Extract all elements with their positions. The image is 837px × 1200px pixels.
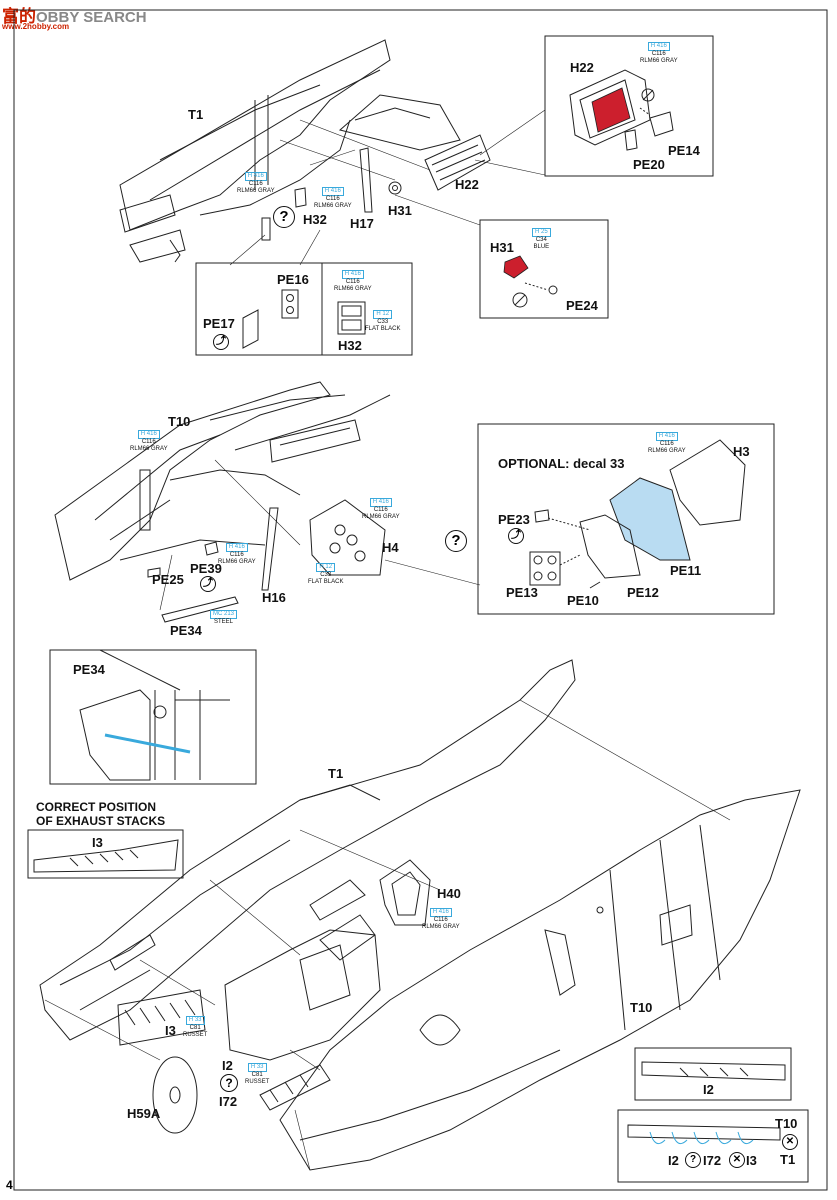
optional-decal-box (477, 423, 775, 615)
label-h4: H4 (382, 540, 399, 555)
label-pe11: PE11 (670, 563, 702, 578)
i2-box (634, 1047, 792, 1101)
label-h40: H40 (437, 886, 461, 901)
label-h31-a: H31 (388, 203, 412, 218)
watermark: 富的OBBY SEARCH www.2hobby.com (2, 2, 147, 31)
label-h16: H16 (262, 590, 286, 605)
label-h31-b: H31 (490, 240, 514, 255)
label-pe10: PE10 (567, 593, 599, 608)
question-mark-icon: ? (273, 206, 295, 228)
label-i72-b: I72 (703, 1153, 722, 1168)
pe34-detail-box (49, 649, 257, 785)
label-pe20: PE20 (633, 157, 665, 172)
label-i2-a: I2 (222, 1058, 233, 1073)
lower-fuselage-t1 (39, 659, 576, 1041)
bend-arrow-icon: ⤴ (200, 576, 216, 592)
label-pe24: PE24 (566, 298, 598, 313)
question-mark-icon: ? (445, 530, 467, 552)
label-pe39: PE39 (190, 561, 222, 576)
label-pe23: PE23 (498, 512, 530, 527)
label-pe13: PE13 (506, 585, 538, 600)
label-h32-b: H32 (338, 338, 362, 353)
h31-detail-box (479, 219, 609, 319)
label-h3: H3 (733, 444, 750, 459)
label-t10-box: T10 (775, 1116, 798, 1131)
label-t10-mid: T10 (168, 414, 191, 429)
label-correct-title-2: OF EXHAUST STACKS (36, 814, 166, 828)
remove-icon: ✕ (782, 1134, 798, 1150)
label-i3-b: I3 (165, 1023, 176, 1038)
label-i72-a: I72 (219, 1094, 238, 1109)
label-t1-bottom: T1 (328, 766, 344, 781)
bend-arrow-icon: ⤴ (213, 334, 229, 350)
page-frame (13, 9, 828, 1191)
pe16-h32-detail-box (195, 262, 413, 356)
cockpit-fuselage-t10 (54, 381, 391, 581)
label-pe16: PE16 (277, 272, 309, 287)
label-pe25: PE25 (152, 572, 184, 587)
question-mark-icon: ? (685, 1152, 701, 1168)
remove-icon: ✕ (729, 1152, 745, 1168)
label-pe17: PE17 (203, 316, 235, 331)
label-h32-a: H32 (303, 212, 327, 227)
label-correct-title-1: CORRECT POSITION (36, 800, 157, 814)
label-i2-box: I2 (703, 1082, 714, 1097)
watermark-text: OBBY SEARCH (36, 9, 147, 26)
lower-fuselage-t10 (279, 789, 801, 1171)
label-t10-bottom: T10 (630, 1000, 653, 1015)
label-i3-c: I3 (746, 1153, 757, 1168)
h22-part (424, 134, 491, 191)
bend-arrow-icon: ⤴ (508, 528, 524, 544)
label-h22-a: H22 (570, 60, 594, 75)
watermark-url: www.2hobby.com (2, 22, 70, 31)
page-number: 4 (6, 1178, 13, 1192)
label-h59a: H59A (127, 1106, 161, 1121)
label-pe14: PE14 (668, 143, 700, 158)
upper-fuselage-t1 (119, 39, 461, 263)
i72-box (617, 1109, 809, 1183)
label-pe12: PE12 (627, 585, 659, 600)
h22-detail-box (544, 35, 714, 177)
label-i3-a: I3 (92, 835, 103, 850)
label-optional-title: OPTIONAL: decal 33 (498, 456, 625, 471)
label-t1-box: T1 (780, 1152, 796, 1167)
label-i2-b: I2 (668, 1153, 679, 1168)
label-pe34-b: PE34 (73, 662, 105, 677)
question-mark-icon: ? (220, 1074, 238, 1092)
watermark-logo: 富的 (2, 7, 36, 26)
label-pe34-a: PE34 (170, 623, 202, 638)
correct-position-box (27, 829, 184, 879)
label-h17: H17 (350, 216, 374, 231)
label-t1-top: T1 (188, 107, 204, 122)
label-h22-b: H22 (455, 177, 479, 192)
